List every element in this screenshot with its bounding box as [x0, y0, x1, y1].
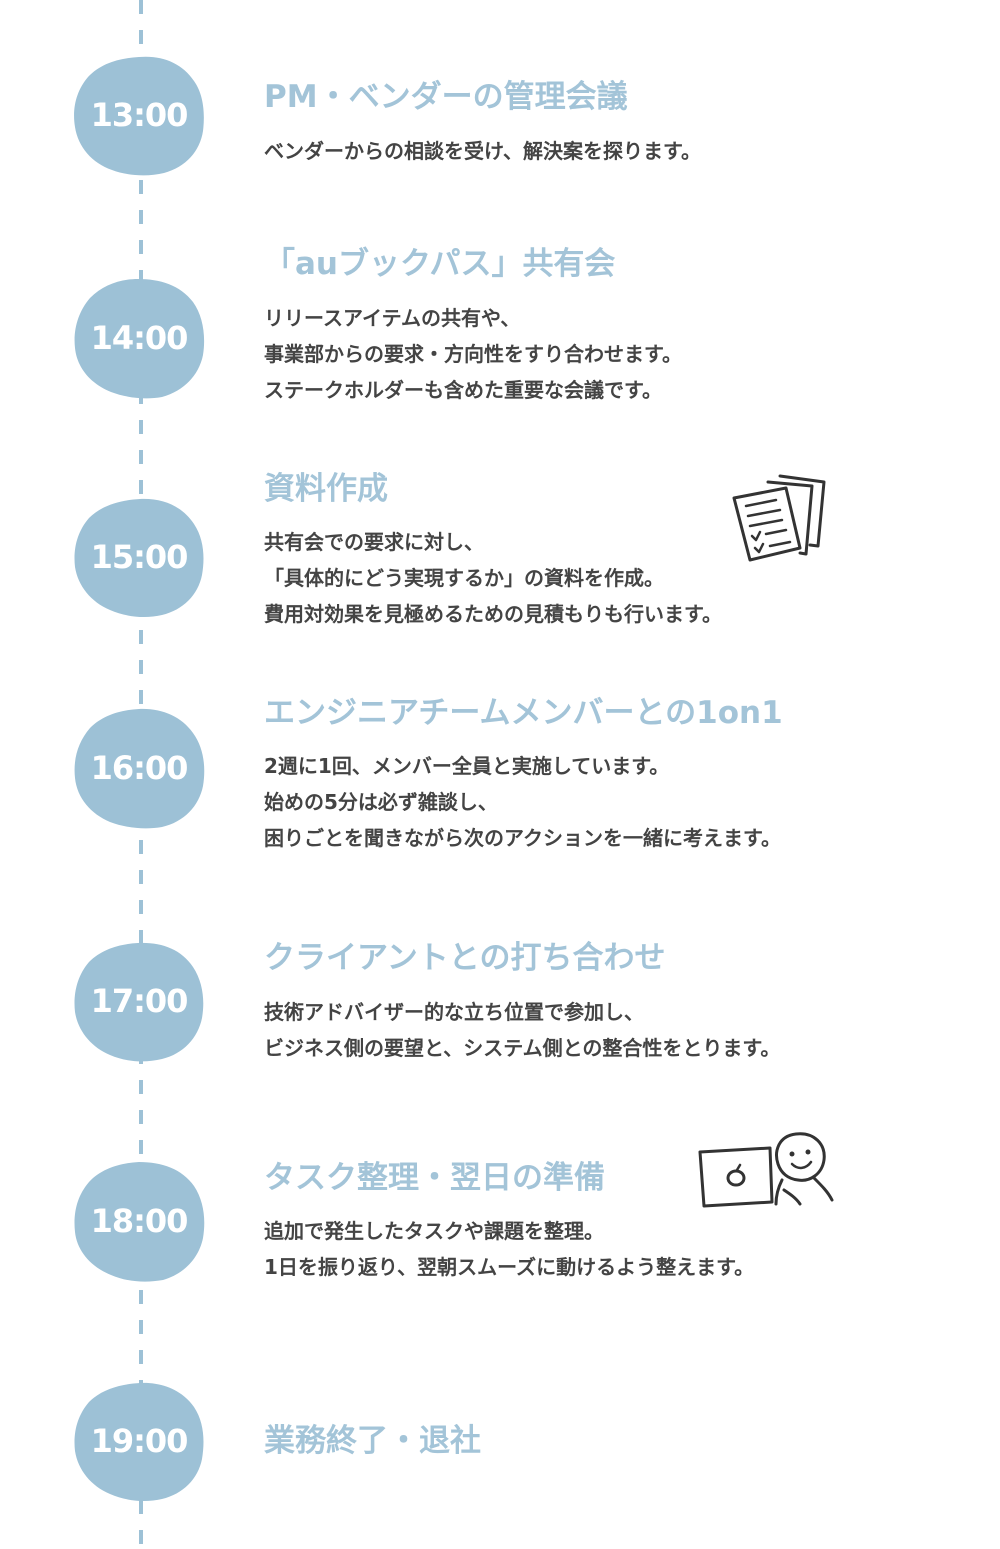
time-label: 13:00 — [90, 96, 189, 134]
time-label: 19:00 — [90, 1422, 189, 1460]
time-bubble-1700: 17:00 — [72, 939, 206, 1063]
entry-title: 「auブックパス」共有会 — [264, 246, 616, 282]
description-line: 技術アドバイザー的な立ち位置で参加し、 — [264, 1000, 644, 1024]
entry-title: 資料作成 — [264, 471, 388, 507]
entry-description: ベンダーからの相談を受け、解決案を探ります。 — [264, 133, 701, 169]
time-label: 17:00 — [90, 982, 189, 1020]
entry-title: クライアントとの打ち合わせ — [264, 940, 666, 976]
description-line: 始めの5分は必ず雑談し、 — [264, 790, 498, 814]
description-line: 事業部からの要求・方向性をすり合わせます。 — [264, 342, 682, 366]
entry-description: 追加で発生したタスクや課題を整理。 1日を振り返り、翌朝スムーズに動けるよう整え… — [264, 1213, 754, 1285]
description-line: 困りごとを聞きながら次のアクションを一緒に考えます。 — [264, 826, 781, 850]
entry-description: 共有会での要求に対し、 「具体的にどう実現するか」の資料を作成。 費用対効果を見… — [264, 524, 722, 632]
description-line: 共有会での要求に対し、 — [264, 530, 484, 554]
documents-checklist-icon — [732, 474, 826, 562]
entry-description: 技術アドバイザー的な立ち位置で参加し、 ビジネス側の要望と、システム側との整合性… — [264, 994, 780, 1066]
time-bubble-1500: 15:00 — [72, 495, 206, 619]
time-label: 16:00 — [90, 749, 189, 787]
description-line: ビジネス側の要望と、システム側との整合性をとります。 — [264, 1036, 781, 1060]
time-bubble-1400: 14:00 — [72, 276, 206, 400]
entry-description: 2週に1回、メンバー全員と実施しています。 始めの5分は必ず雑談し、 困りごとを… — [264, 748, 781, 856]
entry-title: 業務終了・退社 — [264, 1423, 481, 1459]
bubble-blob — [74, 279, 205, 399]
person-with-laptop-icon — [698, 1132, 834, 1208]
time-bubble-1900: 19:00 — [72, 1379, 206, 1503]
description-line: 1日を振り返り、翌朝スムーズに動けるよう整えます。 — [264, 1255, 755, 1279]
bubble-blob — [74, 942, 204, 1062]
description-line: リリースアイテムの共有や、 — [264, 306, 521, 330]
bubble-blob — [74, 708, 205, 829]
entry-title: PM・ベンダーの管理会議 — [264, 79, 628, 115]
entry-title: エンジニアチームメンバーとの1on1 — [264, 695, 783, 731]
description-line: 費用対効果を見極めるための見積もりも行います。 — [264, 602, 722, 626]
bubble-blob — [74, 498, 204, 618]
time-bubble-1800: 18:00 — [72, 1159, 206, 1283]
entry-description: リリースアイテムの共有や、 事業部からの要求・方向性をすり合わせます。 ステーク… — [264, 300, 682, 408]
description-line: 2週に1回、メンバー全員と実施しています。 — [264, 754, 670, 778]
time-label: 15:00 — [90, 538, 189, 576]
time-bubble-1600: 16:00 — [72, 706, 206, 830]
bubble-blob — [74, 56, 204, 176]
description-line: ベンダーからの相談を受け、解決案を探ります。 — [264, 139, 701, 163]
time-label: 14:00 — [90, 319, 189, 357]
time-label: 18:00 — [90, 1202, 189, 1240]
entry-title: タスク整理・翌日の準備 — [264, 1160, 605, 1196]
time-bubble-1300: 13:00 — [72, 53, 206, 177]
bubble-blob — [74, 1162, 205, 1282]
description-line: 追加で発生したタスクや課題を整理。 — [264, 1219, 604, 1243]
description-line: 「具体的にどう実現するか」の資料を作成。 — [264, 566, 664, 590]
bubble-blob — [74, 1382, 204, 1502]
description-line: ステークホルダーも含めた重要な会議です。 — [264, 378, 662, 402]
